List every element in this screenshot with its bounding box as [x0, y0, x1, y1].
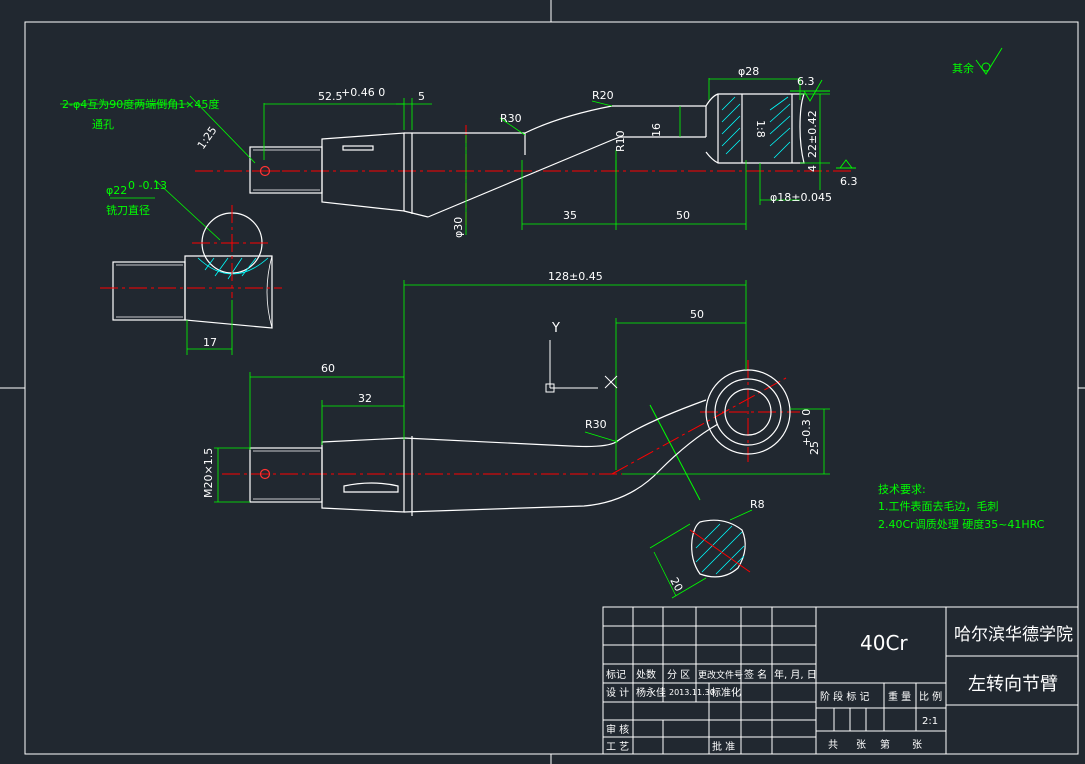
dim-bottom-128: 128±0.45	[548, 270, 603, 283]
dim-bottom-25-tol: +0.3 0	[800, 409, 813, 446]
dim-bottom-50: 50	[690, 308, 704, 321]
dim-bottom-r8: R8	[750, 498, 765, 511]
tech-req-item1: 1.工件表面去毛边，毛刺	[878, 499, 999, 513]
dim-bottom-m20: M20×1.5	[202, 448, 215, 498]
dim-top-taper: 1:8	[754, 120, 767, 138]
bottom-view-centerlines	[222, 360, 800, 501]
design-label: 设 计	[606, 686, 629, 699]
surface-finish-top: 6.3	[797, 75, 815, 88]
saw-note-line1: φ22	[106, 184, 127, 197]
title-part-name: 左转向节臂	[968, 674, 1058, 695]
dim-top-angle: 1:25	[195, 124, 220, 152]
title-block-grid	[602, 606, 1079, 755]
scale-label: 比 例	[919, 690, 942, 703]
sheets-label-2: 张	[912, 739, 922, 751]
header-change-doc: 更改文件号	[698, 669, 743, 681]
dim-bottom-32: 32	[358, 392, 372, 405]
dim-top-52-5-tol: +0.46 0	[341, 86, 385, 99]
bottom-view-dimension-lines	[214, 280, 830, 503]
sheets-label-1: 张	[856, 739, 866, 751]
hole-note-line2: 通孔	[92, 118, 114, 131]
hole-note-line1: 2-φ4互为90度两端倒角1×45度	[62, 97, 219, 111]
process-label: 工 艺	[606, 741, 629, 753]
saw-note-line2: 铣刀直径	[106, 203, 150, 217]
title-school: 哈尔滨华德学院	[954, 625, 1073, 645]
top-view-outline	[249, 93, 805, 218]
dim-top-35: 35	[563, 209, 577, 222]
dim-bottom-25: 25	[808, 441, 821, 455]
dim-top-r20: R20	[592, 89, 614, 102]
axis-y-label: Y	[551, 321, 560, 336]
title-material: 40Cr	[860, 631, 908, 655]
design-date: 2013.11.30	[669, 688, 715, 697]
weight-label: 重 量	[888, 690, 911, 703]
surface-finish-symbols	[790, 47, 1003, 169]
dim-bottom-60: 60	[321, 362, 335, 375]
title-scale-value: 2:1	[922, 716, 938, 727]
standard-label: 标准化	[711, 686, 741, 699]
tech-req-title: 技术要求:	[878, 483, 926, 496]
bottom-view-outline	[249, 369, 791, 516]
dim-top-50: 50	[676, 209, 690, 222]
saw-hatch	[197, 257, 269, 280]
total-label: 共	[828, 739, 838, 751]
top-view-hatch	[721, 96, 791, 159]
stage-mark-label: 阶 段 标 记	[820, 690, 870, 703]
dim-top-phi18: φ18±0.045	[770, 191, 832, 204]
saw-centerlines	[100, 205, 282, 298]
dim-top-phi30: φ30	[452, 217, 465, 238]
dim-top-22: 22±0.42	[806, 110, 819, 158]
dim-top-5: 5	[418, 90, 425, 103]
dim-saw-17: 17	[203, 336, 217, 349]
surface-finish-right: 6.3	[840, 175, 858, 188]
header-zone: 分 区	[667, 669, 690, 681]
review-label: 审 核	[606, 723, 629, 736]
header-date: 年, 月, 日	[774, 668, 817, 681]
dim-bottom-20: 20	[667, 575, 685, 593]
dim-top-4: 4	[806, 165, 819, 172]
dim-top-phi28: φ28	[738, 65, 759, 78]
saw-note-tol: 0 -0.13	[128, 179, 167, 192]
dim-bottom-r30: R30	[585, 418, 607, 431]
header-mark: 标记	[606, 669, 626, 681]
dim-top-16: 16	[650, 123, 663, 137]
header-sign: 签 名	[744, 668, 767, 681]
designer-name: 杨永佳	[636, 686, 666, 699]
saw-dimension-lines	[186, 300, 233, 355]
page-label: 第	[880, 738, 890, 751]
dim-top-r10: R10	[614, 130, 627, 152]
header-count: 处数	[636, 668, 656, 681]
tech-req-item2: 2.40Cr调质处理 硬度35~41HRC	[878, 517, 1045, 531]
dim-top-52-5: 52.5	[318, 90, 343, 103]
top-view-dimension-lines	[60, 78, 830, 241]
dim-top-r30: R30	[500, 112, 522, 125]
coordinate-axes	[545, 340, 618, 393]
surface-finish-rest: 其余	[952, 61, 974, 75]
arm-section	[649, 509, 753, 599]
approve-label: 批 准	[712, 740, 735, 753]
